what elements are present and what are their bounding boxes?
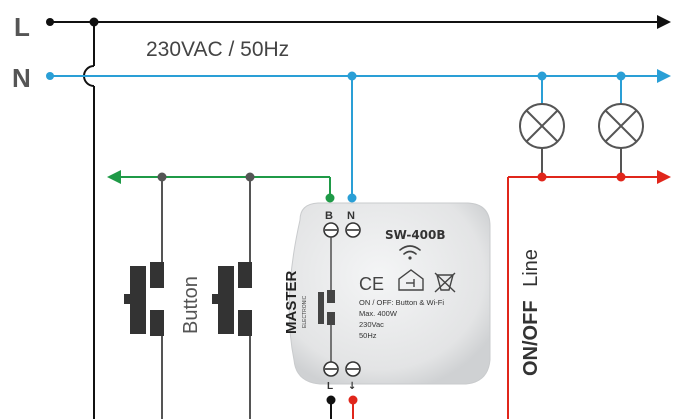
button-wire — [107, 170, 335, 203]
neutral-terminal-dot — [347, 193, 357, 203]
push-button-1-icon — [124, 172, 167, 419]
switched-line — [507, 170, 671, 419]
terminal-b-screw-icon — [323, 222, 339, 238]
module-l-wire — [326, 395, 336, 419]
spec-line-2: Max. 400W — [359, 309, 398, 318]
onoff-label-regular: Line — [520, 249, 542, 287]
indoor-use-icon — [398, 269, 424, 291]
neutral-line-label: N — [12, 63, 31, 93]
voltage-label: 230VAC / 50Hz — [146, 38, 289, 61]
sw-400b-module: B N L ↓ SW-400B — [283, 202, 491, 392]
terminal-n-screw-icon — [345, 222, 361, 238]
terminal-out-label: ↓ — [348, 381, 356, 392]
onoff-line-label: ON/OFF Line — [520, 249, 542, 376]
terminal-n-label: N — [347, 210, 355, 222]
wifi-icon — [399, 245, 421, 260]
onoff-label-bold: ON/OFF — [520, 300, 542, 376]
push-button-2-icon — [212, 172, 255, 419]
internal-switch-icon — [318, 237, 335, 362]
spec-line-1: ON / OFF: Button & Wi-Fi — [359, 298, 444, 307]
terminal-l-screw-icon — [323, 361, 339, 377]
live-line-label: L — [14, 12, 30, 42]
module-model-label: SW-400B — [385, 228, 446, 242]
button-label: Button — [180, 276, 202, 334]
terminal-out-screw-icon — [345, 361, 361, 377]
weee-bin-icon — [434, 272, 456, 293]
brand-logo: MASTER — [283, 271, 300, 335]
neutral-line — [46, 69, 671, 200]
spec-line-4: 50Hz — [359, 331, 377, 340]
terminal-l-label: L — [327, 381, 333, 392]
module-out-wire — [348, 395, 358, 419]
lamp-2-icon — [598, 103, 644, 149]
live-line — [46, 15, 671, 419]
ce-mark: CE — [359, 274, 384, 294]
terminal-b-label: B — [325, 210, 333, 222]
spec-line-3: 230Vac — [359, 320, 384, 329]
brand-sub-logo: ELECTRONIC — [302, 295, 308, 328]
lamp-1-icon — [519, 103, 565, 149]
